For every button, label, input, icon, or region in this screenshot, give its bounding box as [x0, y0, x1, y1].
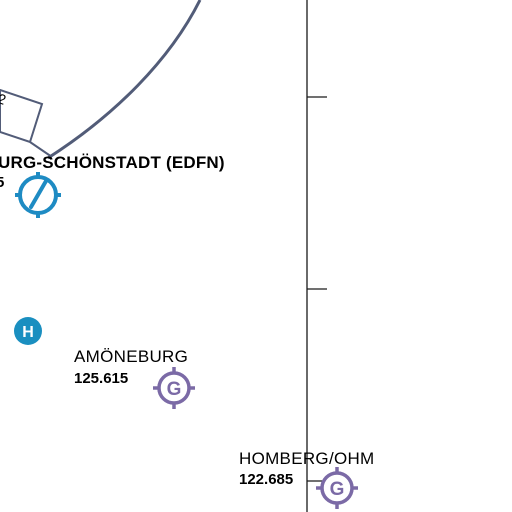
airfield-name: URG-SCHÖNSTADT (EDFN) [0, 153, 225, 172]
glider-site-letter: G [330, 479, 345, 500]
airspace-boundary-arc [47, 0, 202, 160]
glider-site-name: AMÖNEBURG [74, 347, 189, 366]
glider-site-name: HOMBERG/OHM [239, 449, 375, 468]
boundary-connector-line [29, 141, 53, 158]
glider-site-frequency: 125.615 [74, 370, 129, 387]
heliport-icon[interactable]: H [14, 317, 42, 345]
airfield-partial-text: 5 [0, 174, 5, 191]
glider-site-frequency: 122.685 [239, 471, 294, 488]
glider-site-icon[interactable]: G [153, 367, 195, 409]
glider-site-icon[interactable]: G [316, 467, 358, 509]
airfield-runway-icon[interactable] [15, 172, 61, 218]
glider-site-letter: G [167, 379, 182, 400]
heliport-letter: H [22, 324, 34, 341]
